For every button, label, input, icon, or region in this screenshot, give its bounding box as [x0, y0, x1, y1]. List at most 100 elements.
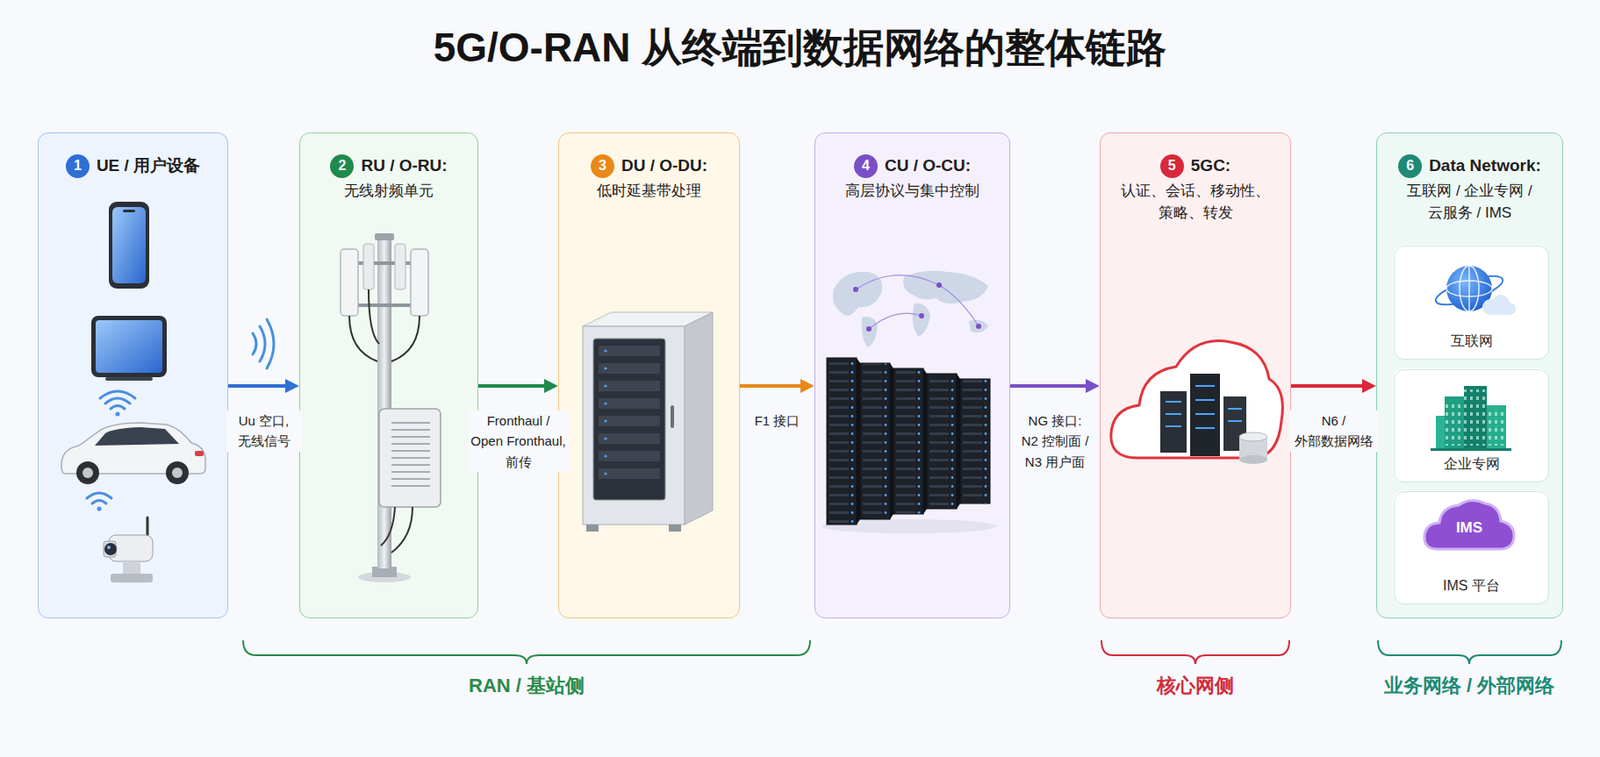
server-racks	[860, 363, 890, 520]
core-cloud	[1165, 425, 1182, 428]
wifi-symbol	[105, 398, 130, 404]
core-cloud	[1227, 420, 1242, 423]
panel-fill	[814, 132, 1011, 619]
world-map	[832, 271, 989, 348]
flow-arrow	[1291, 384, 1365, 388]
cell-tower	[349, 261, 420, 266]
tablet-icon	[91, 315, 167, 378]
cell-tower	[391, 443, 431, 445]
panel-title: CU / O-CU:	[884, 156, 971, 176]
globe-icon	[1459, 265, 1479, 312]
core-cloud	[1195, 413, 1215, 416]
server-racks	[923, 368, 927, 515]
building-icon	[1430, 448, 1512, 452]
du-cabinet	[598, 451, 661, 462]
cell-tower	[391, 485, 431, 488]
du-cabinet	[598, 416, 661, 427]
cell-tower	[391, 429, 431, 431]
panel-fill	[558, 132, 740, 619]
cell-tower	[374, 233, 395, 241]
radio-signal	[259, 326, 266, 362]
cell-tower	[349, 315, 378, 362]
phone-icon	[122, 209, 136, 213]
diagram-title: 5G/O-RAN 从终端到数据网络的整体链路	[0, 22, 1600, 72]
tablet-icon	[105, 377, 153, 381]
camera-icon	[103, 541, 116, 558]
panel-subtitle: 认证、会话、移动性、 策略、转发	[1115, 180, 1276, 224]
panel-header: 2RU / O-RU:	[300, 152, 478, 180]
server-racks	[893, 368, 924, 515]
interface-label: Fronthaul / Open Fronthaul, 前传	[467, 410, 570, 473]
globe-icon	[1482, 294, 1516, 316]
network-links	[855, 275, 940, 290]
du-cabinet	[603, 454, 607, 458]
core-cloud	[1111, 341, 1284, 465]
flow-arrow	[1010, 384, 1089, 388]
cell-tower	[394, 243, 406, 290]
group-label: 业务网络 / 外部网络	[1384, 674, 1555, 698]
car-icon	[94, 427, 180, 446]
camera-icon	[103, 517, 153, 583]
du-cabinet	[603, 419, 607, 423]
globe-icon	[1433, 265, 1516, 316]
stage-panel: 6Data Network:互联网 / 企业专网 / 云服务 / IMS互联网企…	[1376, 132, 1564, 619]
camera-icon	[107, 545, 111, 550]
du-cabinet	[586, 524, 599, 532]
core-cloud	[1195, 399, 1215, 402]
network-dots	[853, 286, 859, 293]
panel-header: 5 5GC:	[1100, 152, 1291, 180]
tablet-icon	[91, 315, 167, 381]
group-bracket	[1101, 640, 1290, 665]
du-cabinet	[582, 326, 685, 525]
panel-title: RU / O-RU:	[360, 156, 447, 176]
building-icon	[1486, 408, 1507, 446]
globe-icon	[1468, 265, 1471, 312]
du-cabinet	[598, 433, 661, 445]
cloud-label: IMS	[1456, 519, 1483, 538]
panel-grounds	[37, 132, 1564, 619]
panel-title: 5GC:	[1191, 156, 1231, 176]
radio-signal	[252, 319, 274, 369]
core-cloud	[1195, 427, 1215, 430]
server-racks	[821, 358, 998, 534]
server-racks	[956, 373, 961, 510]
globe-icon	[1488, 307, 1512, 316]
du-cabinet	[598, 345, 661, 480]
panel-header: 3DU / O-DU:	[559, 152, 740, 180]
cell-tower	[340, 249, 359, 316]
panel-header: 1UE / 用户设备	[38, 152, 228, 180]
group-label: RAN / 基站侧	[468, 674, 585, 698]
radio-signal	[266, 319, 274, 369]
panel-title: Data Network:	[1428, 156, 1542, 176]
sub-box: 企业专网	[1393, 369, 1550, 483]
building-icon	[1444, 400, 1464, 446]
cell-tower	[368, 289, 380, 345]
panel-header: 6Data Network:	[1377, 152, 1563, 180]
callout-number: 4	[853, 154, 878, 179]
panel-fill	[1099, 132, 1292, 619]
building-icon	[1463, 389, 1487, 446]
core-cloud	[1165, 413, 1182, 416]
callout-number: 5	[1160, 154, 1184, 179]
cell-tower	[391, 315, 420, 362]
phone-icon	[108, 201, 150, 289]
cell-tower	[363, 243, 374, 290]
phone-icon	[112, 207, 146, 284]
du-cabinet	[603, 349, 607, 475]
cell-tower	[391, 423, 431, 487]
interface-label: Uu 空口, 无线信号	[226, 410, 302, 453]
stage-panel: 2RU / O-RU:无线射频单元	[299, 132, 479, 619]
panel-subtitle: 无线射频单元	[308, 180, 469, 203]
wifi-symbol	[100, 391, 136, 417]
du-cabinet	[603, 384, 607, 388]
sub-box: 互联网	[1393, 245, 1550, 360]
wifi-symbol	[110, 406, 125, 410]
car-icon	[165, 461, 189, 485]
car-icon	[172, 467, 183, 479]
server-racks	[889, 363, 894, 520]
car-icon	[194, 451, 204, 457]
flow-arrow	[478, 384, 547, 388]
sub-box-text: IMS 平台	[1399, 577, 1543, 596]
network-dots	[936, 282, 942, 288]
stage-panel: 3DU / O-DU:低时延基带处理	[558, 132, 740, 619]
